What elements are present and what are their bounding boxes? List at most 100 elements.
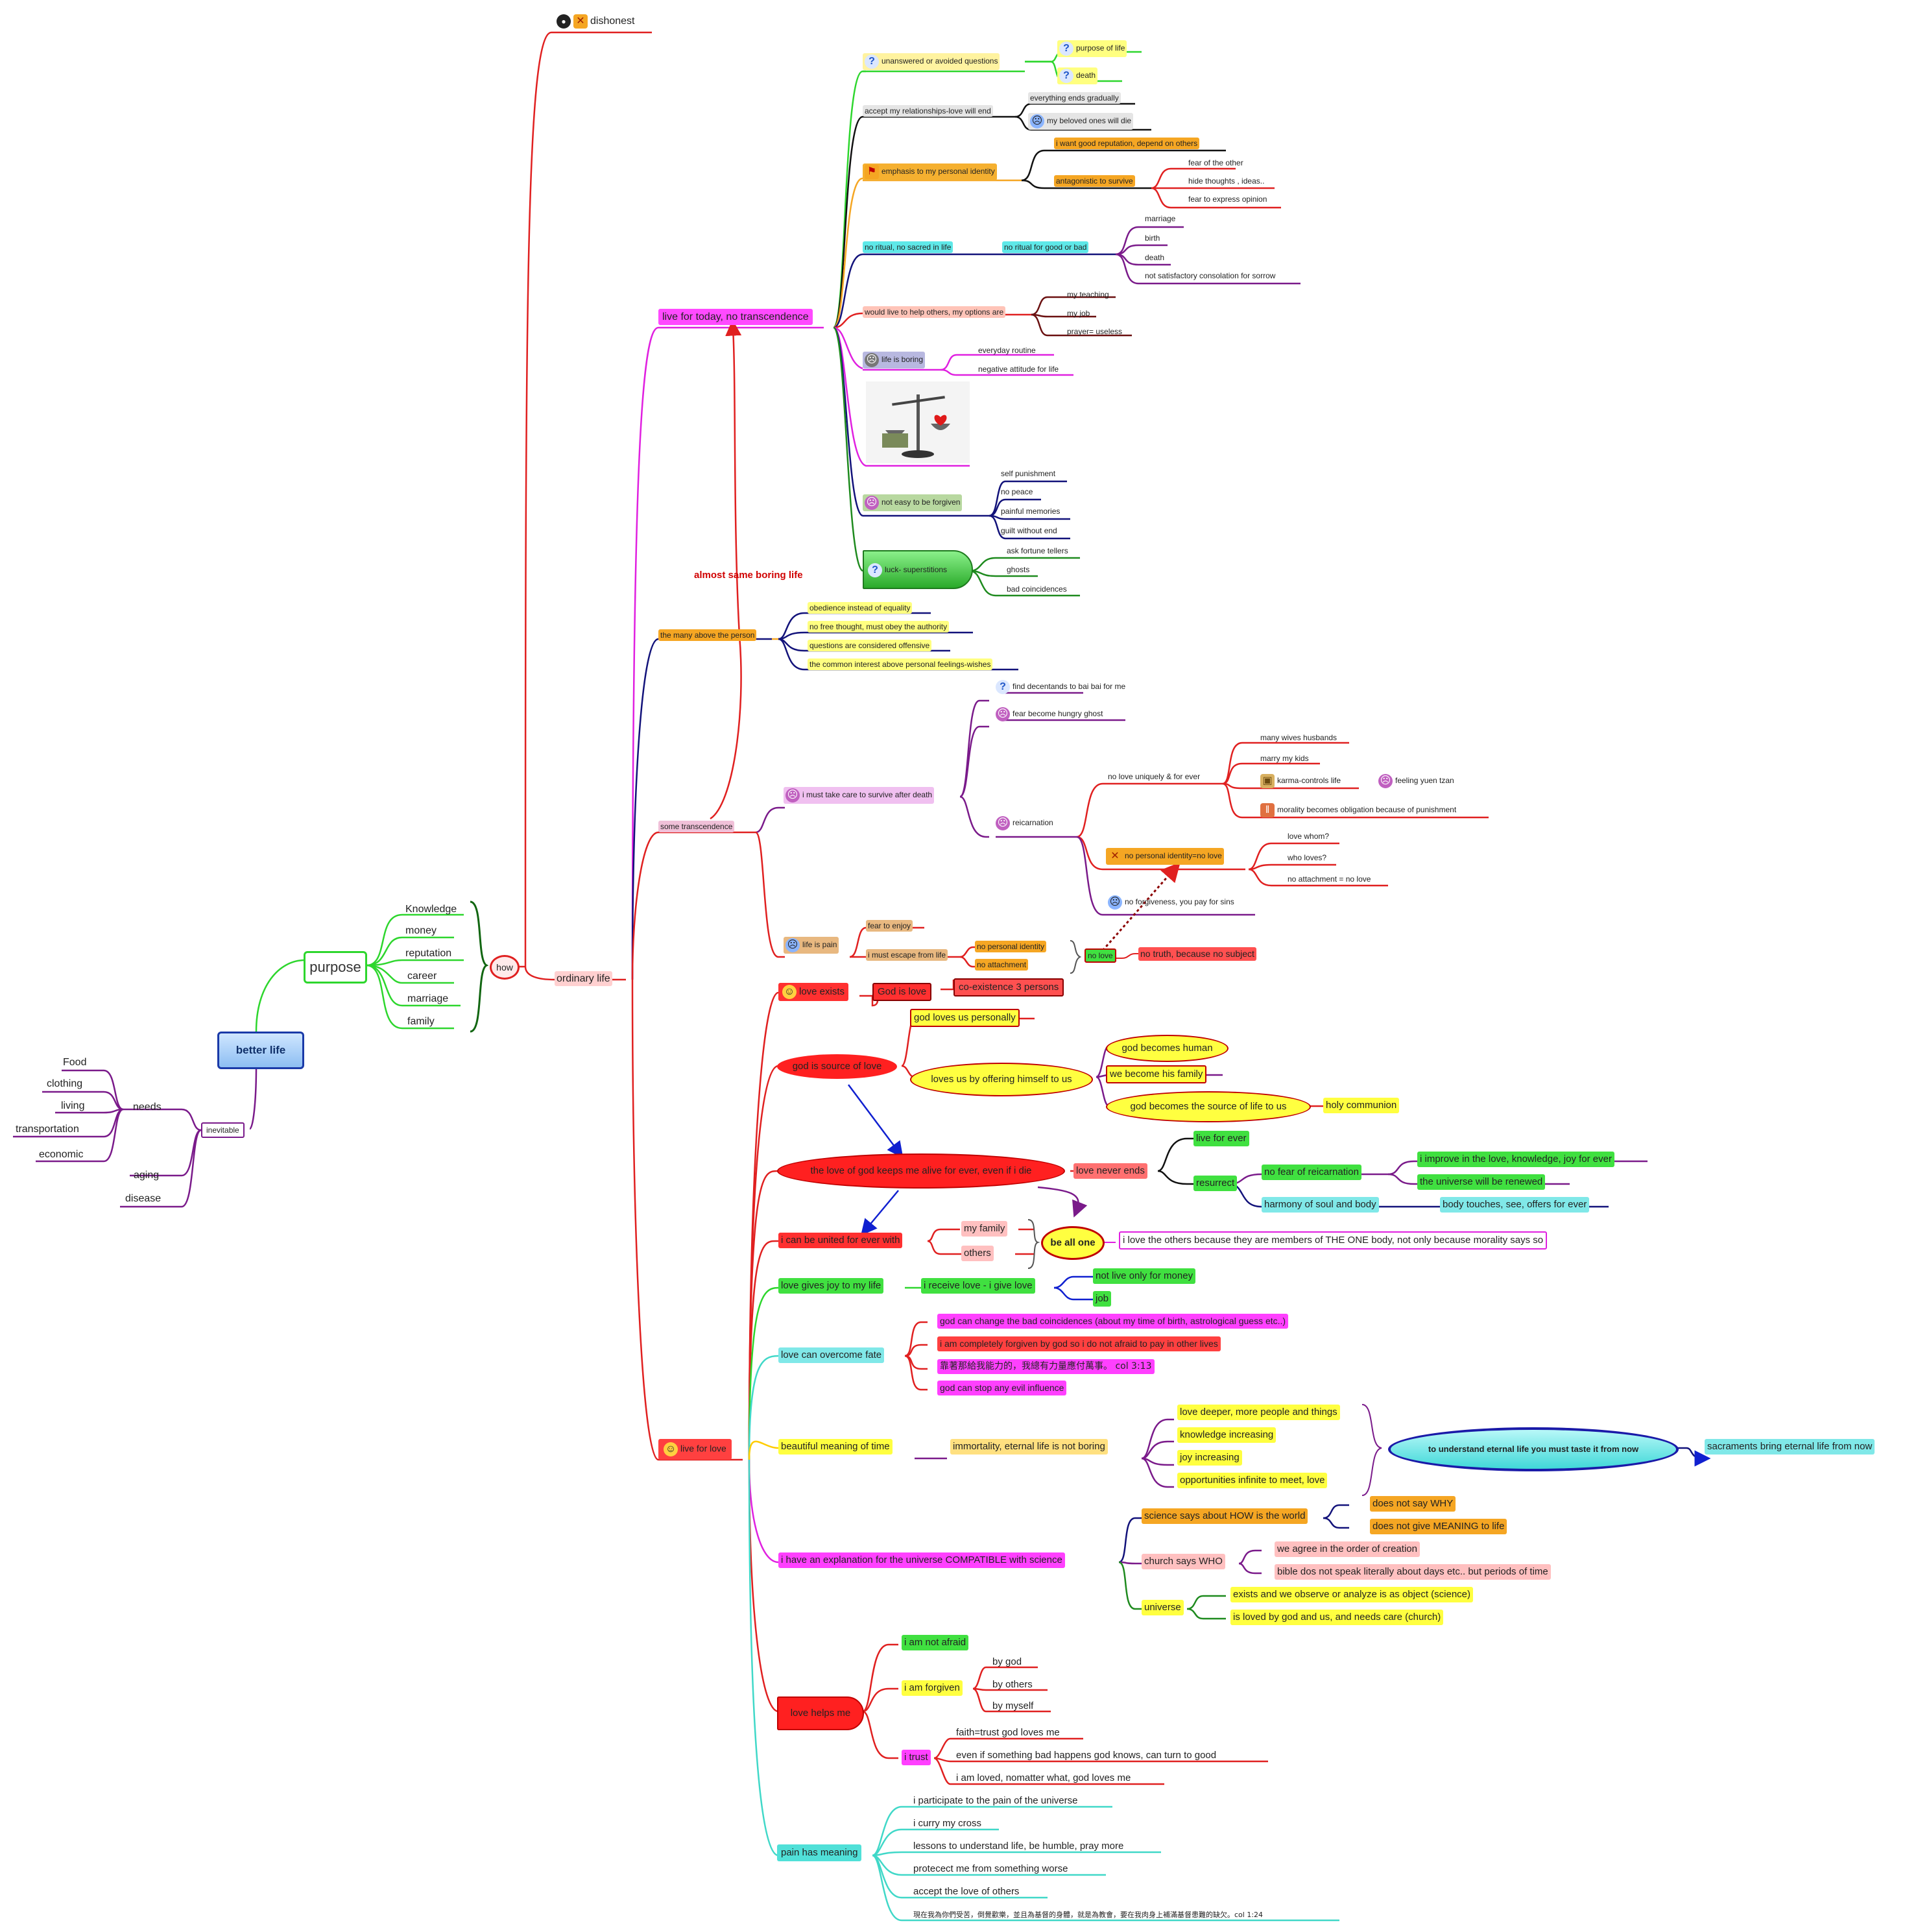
live-for-today-node[interactable]: live for today, no transcendence	[658, 309, 813, 326]
his-family-node[interactable]: we become his family	[1106, 1065, 1207, 1083]
luck-node[interactable]: ?luck- superstitions	[863, 550, 973, 589]
life-pain-node[interactable]: ☹life is pain	[784, 937, 839, 954]
my-family-node[interactable]: my family	[961, 1221, 1008, 1237]
faith-node[interactable]: faith=trust god loves me	[956, 1727, 1060, 1738]
escape-life-node[interactable]: i must escape from life	[866, 949, 948, 961]
source-of-love-node[interactable]: god is source of love	[777, 1054, 897, 1079]
even-bad-node[interactable]: even if something bad happens god knows,…	[956, 1750, 1217, 1761]
lessons-node[interactable]: lessons to understand life, be humble, p…	[913, 1841, 1124, 1852]
many-above-node[interactable]: the many above the person	[658, 629, 757, 642]
live-for-ever-node[interactable]: live for ever	[1193, 1131, 1249, 1146]
no-ritual-good-node[interactable]: no ritual for good or bad	[1002, 241, 1089, 254]
not-easy-forgiven-node[interactable]: ☹not easy to be forgiven	[863, 494, 963, 511]
church-who-node[interactable]: church says WHO	[1142, 1554, 1225, 1569]
fear-enjoy-node[interactable]: fear to enjoy	[866, 920, 913, 932]
loved-by-god-node[interactable]: is loved by god and us, and needs care (…	[1230, 1610, 1444, 1625]
purpose-item-money[interactable]: money	[405, 925, 437, 936]
morality-node[interactable]: ‖morality becomes obligation because of …	[1260, 803, 1456, 817]
needs-item-economic[interactable]: economic	[39, 1149, 84, 1160]
bible-node[interactable]: bible dos not speak literally about days…	[1275, 1564, 1551, 1580]
joy-increasing-node[interactable]: joy increasing	[1177, 1450, 1242, 1466]
ghosts-node[interactable]: ghosts	[1007, 565, 1030, 574]
negative-node[interactable]: negative attitude for life	[978, 365, 1059, 374]
ordinary-life-node[interactable]: ordinary life	[555, 971, 612, 987]
change-coincidences-node[interactable]: god can change the bad coincidences (abo…	[937, 1314, 1289, 1329]
death-question-node[interactable]: ?death	[1057, 67, 1098, 84]
beautiful-time-node[interactable]: beautiful meaning of time	[778, 1439, 893, 1455]
painful-memories-node[interactable]: painful memories	[1001, 507, 1061, 516]
by-others-node[interactable]: by others	[992, 1679, 1033, 1690]
no-love-node[interactable]: no love	[1085, 948, 1116, 963]
holy-communion-node[interactable]: holy communion	[1323, 1098, 1400, 1113]
others-node[interactable]: others	[961, 1246, 994, 1261]
many-wives-node[interactable]: many wives husbands	[1260, 733, 1337, 742]
protect-node[interactable]: protecect me from something worse	[913, 1863, 1068, 1874]
participate-node[interactable]: i participate to the pain of the univers…	[913, 1795, 1078, 1806]
everyday-node[interactable]: everyday routine	[978, 346, 1036, 355]
love-exists-node[interactable]: ☺love exists	[778, 983, 849, 1001]
resurrect-node[interactable]: resurrect	[1193, 1176, 1238, 1191]
antagonistic-node[interactable]: antagonistic to survive	[1054, 175, 1135, 187]
by-god-node[interactable]: by god	[992, 1656, 1022, 1667]
many-above-item-2[interactable]: no free thought, must obey the authority	[808, 621, 950, 633]
harmony-node[interactable]: harmony of soul and body	[1262, 1197, 1379, 1213]
marry-kids-node[interactable]: marry my kids	[1260, 754, 1309, 763]
needs-item-transportation[interactable]: transportation	[16, 1124, 79, 1135]
purpose-item-family[interactable]: family	[407, 1016, 435, 1027]
birth-node[interactable]: birth	[1145, 234, 1160, 243]
love-never-ends-node[interactable]: love never ends	[1073, 1163, 1147, 1179]
science-how-node[interactable]: science says about HOW is the world	[1142, 1508, 1308, 1524]
hungry-ghost-node[interactable]: ☹fear become hungry ghost	[996, 707, 1103, 721]
accept-relationships-node[interactable]: accept my relationships-love will end	[863, 105, 993, 117]
no-personal-identity-node[interactable]: no personal identity	[975, 941, 1047, 953]
by-myself-node[interactable]: by myself	[992, 1700, 1034, 1711]
job-node[interactable]: job	[1093, 1291, 1112, 1307]
be-all-one-node[interactable]: be all one	[1041, 1226, 1105, 1260]
no-forgiveness-node[interactable]: ☹no forgiveness, you pay for sins	[1108, 895, 1234, 910]
marriage-node[interactable]: marriage	[1145, 214, 1176, 223]
trust-node[interactable]: i trust	[902, 1750, 931, 1765]
root-node[interactable]: better life	[217, 1032, 304, 1069]
needs-item-food[interactable]: Food	[63, 1057, 87, 1068]
source-life-node[interactable]: god becomes the source of life to us	[1106, 1091, 1311, 1122]
no-peace-node[interactable]: no peace	[1001, 487, 1033, 496]
many-above-item-4[interactable]: the common interest above personal feeli…	[808, 658, 993, 671]
no-attachment-node[interactable]: no attachment	[975, 959, 1029, 971]
opportunities-node[interactable]: opportunities infinite to meet, love	[1177, 1473, 1328, 1488]
find-descendants-node[interactable]: ?find decentands to bai bai for me	[996, 680, 1125, 694]
purpose-item-reputation[interactable]: reputation	[405, 948, 452, 959]
hide-thoughts-node[interactable]: hide thoughts , ideas..	[1188, 176, 1265, 186]
would-live-node[interactable]: would live to help others, my options ar…	[863, 306, 1006, 319]
chinese-verse-node[interactable]: 靠著那給我能力的，我總有力量應付萬事。 col 3:13	[937, 1359, 1155, 1374]
personally-node[interactable]: god loves us personally	[910, 1009, 1020, 1027]
live-for-love-node[interactable]: ☺live for love	[658, 1439, 732, 1460]
exists-node[interactable]: exists and we observe or analyze is as o…	[1230, 1587, 1474, 1602]
death-ritual-node[interactable]: death	[1145, 253, 1165, 262]
no-ritual-node[interactable]: no ritual, no sacred in life	[863, 241, 953, 254]
improve-node[interactable]: i improve in the love, knowledge, joy fo…	[1417, 1152, 1614, 1167]
coexistence-node[interactable]: co-existence 3 persons	[953, 978, 1064, 996]
sacraments-node[interactable]: sacraments bring eternal life from now	[1705, 1439, 1875, 1455]
overcome-node[interactable]: love can overcome fate	[778, 1347, 885, 1363]
prayer-node[interactable]: prayer= useless	[1067, 327, 1123, 336]
stop-evil-node[interactable]: god can stop any evil influence	[937, 1381, 1067, 1395]
col-1-24-node[interactable]: 現在我為你們受苦，倒覺歡樂，並且為基督的身體，就是為教會，要在我肉身上補滿基督患…	[913, 1911, 1264, 1919]
no-love-unique-node[interactable]: no love uniquely & for ever	[1108, 772, 1201, 781]
my-teaching-node[interactable]: my teaching	[1067, 290, 1109, 299]
becomes-human-node[interactable]: god becomes human	[1106, 1035, 1229, 1062]
yuen-tzan-node[interactable]: ☹feeling yuen tzan	[1378, 774, 1454, 788]
who-loves-node[interactable]: who loves?	[1288, 853, 1327, 862]
loved-no-matter-node[interactable]: i am loved, nomatter what, god loves me	[956, 1772, 1131, 1783]
no-identity-node[interactable]: ✕no personal identity=no love	[1106, 848, 1224, 865]
pain-meaning-node[interactable]: pain has meaning	[777, 1844, 862, 1861]
coincidences-node[interactable]: bad coincidences	[1007, 585, 1067, 594]
many-above-item-3[interactable]: questions are considered offensive	[808, 640, 932, 652]
my-job-node[interactable]: my job	[1067, 309, 1090, 318]
purpose-node[interactable]: purpose	[304, 951, 367, 984]
understand-eternal-node[interactable]: to understand eternal life you must tast…	[1388, 1427, 1679, 1471]
unanswered-node[interactable]: ?unanswered or avoided questions	[863, 53, 1000, 70]
universe-node[interactable]: universe	[1142, 1600, 1184, 1615]
receive-give-node[interactable]: i receive love - i give love	[921, 1278, 1035, 1294]
love-whom-node[interactable]: love whom?	[1288, 832, 1330, 841]
good-reputation-node[interactable]: i want good reputation, depend on others	[1054, 138, 1200, 150]
